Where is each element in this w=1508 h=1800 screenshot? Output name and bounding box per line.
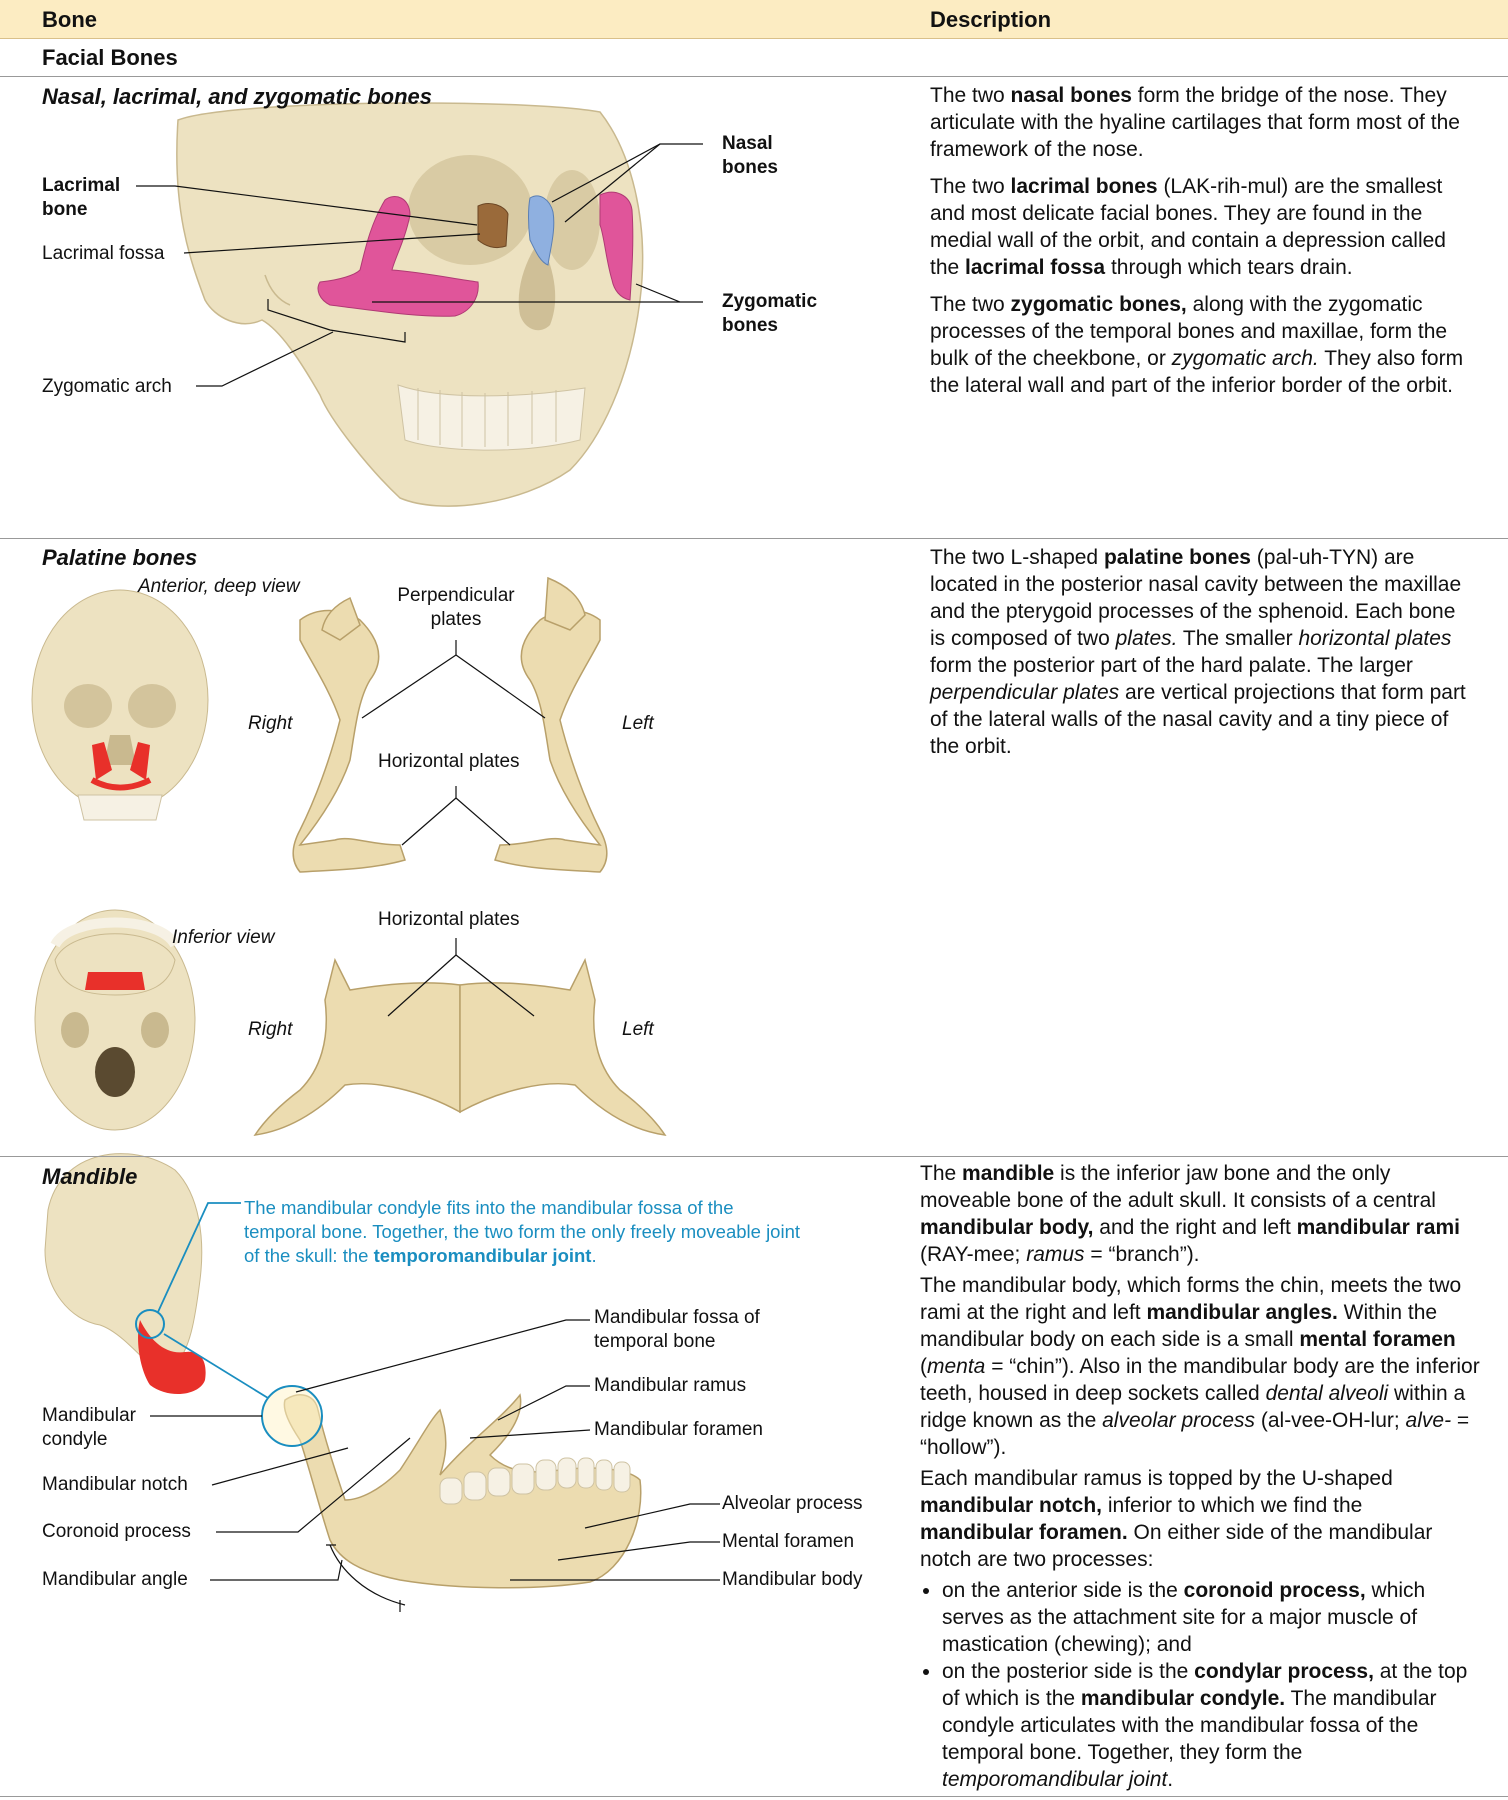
bullet-condylar: on the posterior side is the condylar pr… (942, 1658, 1480, 1793)
skull-anterior-illustration (31, 589, 209, 821)
column-header-bone: Bone (42, 7, 97, 32)
skull-inferior-illustration (34, 909, 196, 1131)
label-mandibular-notch: Mandibular notch (42, 1474, 188, 1495)
label-nasal-bones: Nasal bones (722, 133, 778, 178)
label-horizontal-plates-anterior: Horizontal plates (378, 751, 520, 772)
column-header-description: Description (930, 7, 1052, 32)
table-header: Bone Description (0, 0, 1508, 39)
mandible-illustration (150, 1202, 720, 1612)
label-left-anterior: Left (622, 713, 654, 734)
label-right-anterior: Right (248, 713, 293, 734)
bullet-coronoid: on the anterior side is the coronoid pro… (942, 1577, 1480, 1658)
section-title-nasal: Nasal, lacrimal, and zygomatic bones (42, 84, 433, 109)
label-alveolar-process: Alveolar process (722, 1493, 863, 1514)
group-heading: Facial Bones (0, 38, 1508, 77)
palatine-inferior-illustration (253, 957, 667, 1136)
section-divider (0, 1156, 1508, 1157)
label-perpendicular-plates: Perpendicular plates (397, 585, 515, 630)
section-divider (0, 538, 1508, 539)
label-coronoid-process: Coronoid process (42, 1521, 191, 1542)
bottom-rule (0, 1796, 1508, 1797)
label-mandibular-body: Mandibular body (722, 1569, 863, 1590)
skull-mandible-locator-illustration (44, 1153, 206, 1395)
label-lacrimal-bone: Lacrimal bone (42, 175, 121, 220)
group-title: Facial Bones (42, 45, 178, 70)
label-mandibular-fossa: Mandibular fossa of temporal bone (594, 1307, 760, 1352)
label-mandibular-condyle: Mandibular condyle (42, 1405, 136, 1450)
label-inferior-view: Inferior view (172, 927, 275, 948)
description-nasal-section: The two nasal bones form the bridge of t… (930, 84, 1464, 397)
label-mandibular-ramus: Mandibular ramus (594, 1375, 747, 1396)
section-title-palatine: Palatine bones (42, 545, 198, 570)
palatine-anterior-illustration (292, 576, 608, 873)
label-zygomatic-arch: Zygomatic arch (42, 376, 172, 397)
label-mandibular-foramen: Mandibular foramen (594, 1419, 763, 1440)
label-lacrimal-fossa: Lacrimal fossa (42, 243, 165, 264)
label-anterior-deep-view: Anterior, deep view (138, 576, 300, 597)
tmj-callout: The mandibular condyle fits into the man… (244, 1197, 801, 1266)
description-palatine-section: The two L-shaped palatine bones (pal-uh-… (930, 546, 1466, 758)
skull-lateral-illustration (136, 102, 703, 507)
palatine-anterior-leaders (361, 640, 546, 846)
label-zygomatic-bones: Zygomatic bones (722, 291, 818, 336)
label-mandibular-angle: Mandibular angle (42, 1569, 188, 1590)
description-mandible-section: The mandible is the inferior jaw bone an… (920, 1160, 1480, 1793)
label-right-inferior: Right (248, 1019, 293, 1040)
palatine-inferior-leaders (387, 938, 535, 1017)
label-left-inferior: Left (622, 1019, 654, 1040)
label-horizontal-plates-inferior: Horizontal plates (378, 909, 520, 930)
label-mental-foramen: Mental foramen (722, 1531, 855, 1552)
section-title-mandible: Mandible (42, 1164, 138, 1189)
